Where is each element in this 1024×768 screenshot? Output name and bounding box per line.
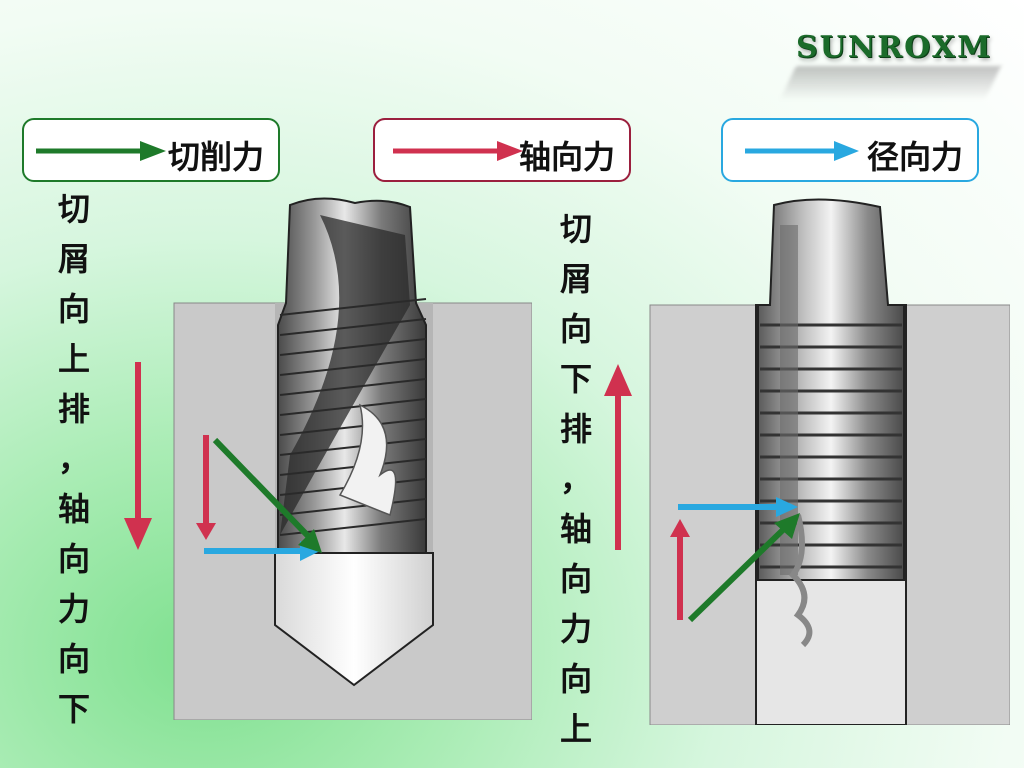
caption-char: 切 xyxy=(559,210,592,248)
right-tap-diagram xyxy=(649,198,1010,725)
blue-arrow-icon xyxy=(745,141,859,161)
caption-char: 向 xyxy=(559,560,592,598)
caption-char: 排 xyxy=(559,410,592,448)
caption-char: 力 xyxy=(559,610,592,648)
chip-spiral xyxy=(789,514,813,648)
chip xyxy=(338,403,397,517)
legend-cutting-force: 切削力 xyxy=(22,118,280,182)
caption-char: ， xyxy=(57,440,90,478)
logo-reflection xyxy=(780,66,1001,100)
caption-char: 切 xyxy=(57,190,90,228)
caption-char: 力 xyxy=(57,590,90,628)
caption-char: 上 xyxy=(559,710,592,748)
caption-char: 下 xyxy=(57,690,90,728)
legend-axial-force: 轴向力 xyxy=(373,118,631,182)
caption-char: 屑 xyxy=(57,240,90,278)
red-arrow-icon xyxy=(393,141,523,161)
caption-char: 下 xyxy=(559,360,592,398)
brand-logo: SUNROXM xyxy=(780,30,1001,100)
caption-char: 屑 xyxy=(559,260,592,298)
cutting-force-arrow xyxy=(687,522,791,623)
caption-char: 向 xyxy=(559,660,592,698)
caption-char: 向 xyxy=(57,540,90,578)
left-tap-diagram xyxy=(173,197,532,720)
caption-char: 上 xyxy=(57,340,90,378)
caption-char: 向 xyxy=(559,310,592,348)
caption-char: 向 xyxy=(57,640,90,678)
straight-flute xyxy=(780,225,798,575)
green-arrow-icon xyxy=(36,141,166,161)
legend-radial-force: 径向力 xyxy=(721,118,979,182)
chip-flow-down-arrow xyxy=(124,362,152,550)
legend-label: 径向力 xyxy=(866,138,963,176)
caption-char: ， xyxy=(559,460,592,498)
caption-char: 排 xyxy=(57,390,90,428)
logo-text: SUNROXM xyxy=(796,30,993,65)
legend-label: 切削力 xyxy=(167,138,264,176)
right-caption: 切 屑 向 下 排 ， 轴 向 力 向 上 xyxy=(556,204,596,754)
caption-char: 轴 xyxy=(559,510,592,548)
spiral-flute xyxy=(280,215,410,535)
left-caption: 切 屑 向 上 排 ， 轴 向 力 向 下 xyxy=(54,184,94,734)
caption-char: 向 xyxy=(57,290,90,328)
legend-label: 轴向力 xyxy=(518,138,615,176)
cutting-force-arrow xyxy=(212,437,313,541)
chip-flow-up-arrow xyxy=(604,364,632,550)
caption-char: 轴 xyxy=(57,490,90,528)
